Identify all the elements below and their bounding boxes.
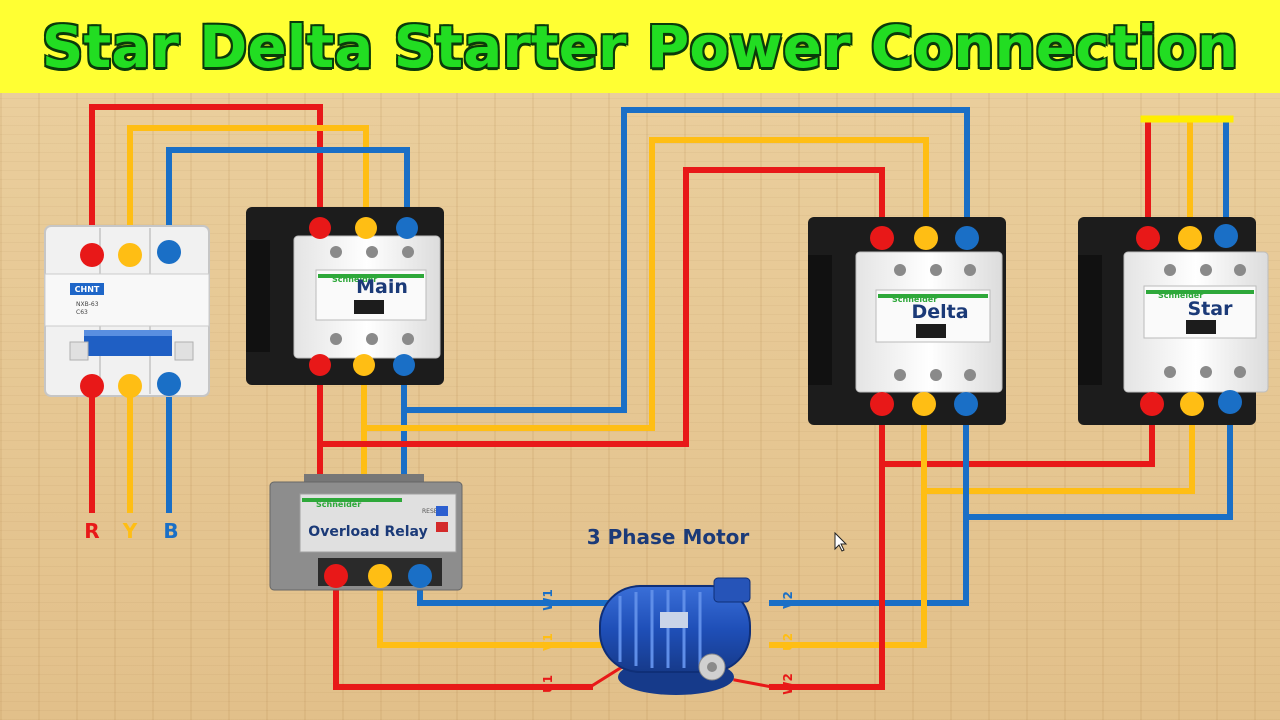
phase-label-y: Y (122, 519, 138, 543)
overload-reset-text: RESET (422, 508, 442, 515)
mcb-brand-badge (70, 283, 104, 295)
terminal-v1: V1 (541, 633, 555, 651)
delta-brand: Schneider (892, 295, 937, 304)
star-brand: Schneider (1158, 291, 1203, 300)
mcb-brand: CHNT (75, 285, 100, 294)
diagram-title: Star Delta Starter Power Connection (41, 12, 1239, 81)
wires (89, 104, 1234, 690)
wire-red-main-delta (317, 167, 885, 447)
wire-blue-supply (166, 147, 410, 258)
terminal-w2: W2 (781, 673, 795, 695)
star-contactor-label: Star (1188, 298, 1234, 320)
main-brand: Schneider (332, 275, 377, 284)
mouse-cursor-icon (834, 531, 848, 552)
wire-red-w2-motor (733, 678, 774, 689)
stop-button[interactable] (436, 522, 448, 532)
phase-label-r: R (84, 519, 99, 543)
wire-yellow-main-delta (361, 137, 929, 431)
delta-contactor: Schneider Delta (808, 217, 1006, 425)
mcb-terminal-bot-y (118, 374, 142, 398)
title-banner: Star Delta Starter Power Connection (0, 0, 1280, 93)
phase-label-b: B (163, 519, 178, 543)
three-phase-motor (599, 577, 751, 695)
overload-relay-label: Overload Relay (308, 524, 427, 540)
mcb-breaker: CHNT NXB-63 C63 (44, 225, 210, 398)
delta-contactor-label: Delta (911, 301, 968, 323)
mcb-terminal-top-r (80, 243, 104, 267)
star-contactor: Schneider Star (1078, 217, 1269, 425)
wire-yellow-v1 (377, 575, 613, 648)
main-contactor: Schneider Main (246, 207, 444, 385)
terminal-u1: U1 (541, 675, 555, 693)
mcb-terminal-bot-r (80, 374, 104, 398)
wire-blue-v2 (769, 514, 969, 606)
mcb-terminal-bot-b (157, 372, 181, 396)
terminal-u2: U2 (781, 633, 795, 651)
wire-red-supply (89, 104, 323, 258)
wire-red-w2 (769, 461, 885, 690)
wire-blue-main-delta (401, 107, 970, 413)
reset-button[interactable] (436, 506, 448, 516)
wire-yellow-u2 (769, 488, 927, 648)
wire-blue-delta-star (963, 397, 1233, 520)
wire-yellow-delta-star (921, 397, 1195, 494)
mcb-terminal-top-y (118, 243, 142, 267)
mcb-terminal-top-b (157, 240, 181, 264)
wire-yellow-supply (127, 125, 369, 258)
wire-red-delta-star (879, 397, 1155, 467)
main-contactor-label: Main (356, 276, 408, 298)
motor-label: 3 Phase Motor (587, 525, 750, 549)
terminal-w1: W1 (541, 589, 555, 611)
overload-relay: Schneider RESET Overload Relay (269, 474, 463, 591)
overload-brand: Schneider (316, 500, 361, 509)
terminal-v2: V2 (781, 591, 795, 609)
mcb-rating: C63 (76, 309, 88, 316)
mcb-model: NXB-63 (76, 301, 99, 308)
wire-red-u1 (333, 575, 593, 690)
